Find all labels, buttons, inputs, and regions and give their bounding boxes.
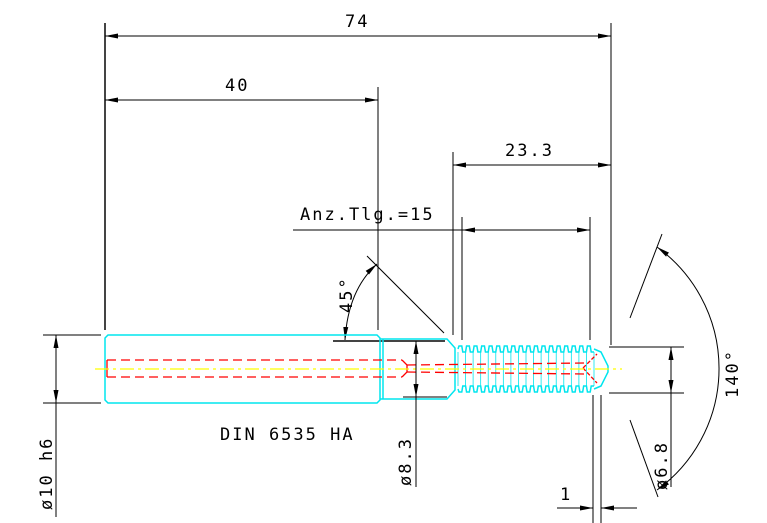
dimension-shank-diameter: ø10 h6: [37, 334, 101, 517]
dim-text-point-angle: 140°: [723, 349, 743, 398]
dimension-point-angle: 140°: [629, 233, 743, 498]
dimension-tip-offset: 1: [557, 395, 637, 523]
extension-lines: [104, 23, 612, 345]
shank-outline: [104, 334, 381, 404]
coolant-bore: [106, 353, 598, 384]
dim-text-45: 45°: [337, 276, 357, 313]
thread-profile-bottom: [457, 385, 594, 393]
dimension-shank-length: 40: [105, 76, 378, 103]
standard-label: DIN 6535 HA: [220, 425, 355, 445]
dim-text-tip-offset: 1: [560, 485, 572, 505]
dimension-overall-length: 74: [105, 12, 611, 39]
dim-text-74: 74: [345, 12, 369, 32]
thread-profile-top: [457, 345, 594, 353]
dimension-thread-length: 23.3: [453, 141, 611, 168]
dim-text-thread-diameter: ø6.8: [652, 441, 672, 490]
dim-text-40: 40: [225, 76, 249, 96]
dimension-neck-diameter: ø8.3: [396, 341, 447, 487]
dim-text-neck-diameter: ø8.3: [396, 437, 416, 486]
dim-text-tooth-count: Anz.Tlg.=15: [300, 205, 435, 225]
dim-text-23-3: 23.3: [505, 141, 554, 161]
dim-text-shank-diameter: ø10 h6: [37, 437, 57, 510]
dimension-tooth-count: Anz.Tlg.=15: [293, 205, 590, 233]
neck-outline: [380, 338, 456, 400]
chamfer-leader-line: [366, 255, 445, 334]
dimension-chamfer-angle: 45°: [333, 255, 445, 342]
